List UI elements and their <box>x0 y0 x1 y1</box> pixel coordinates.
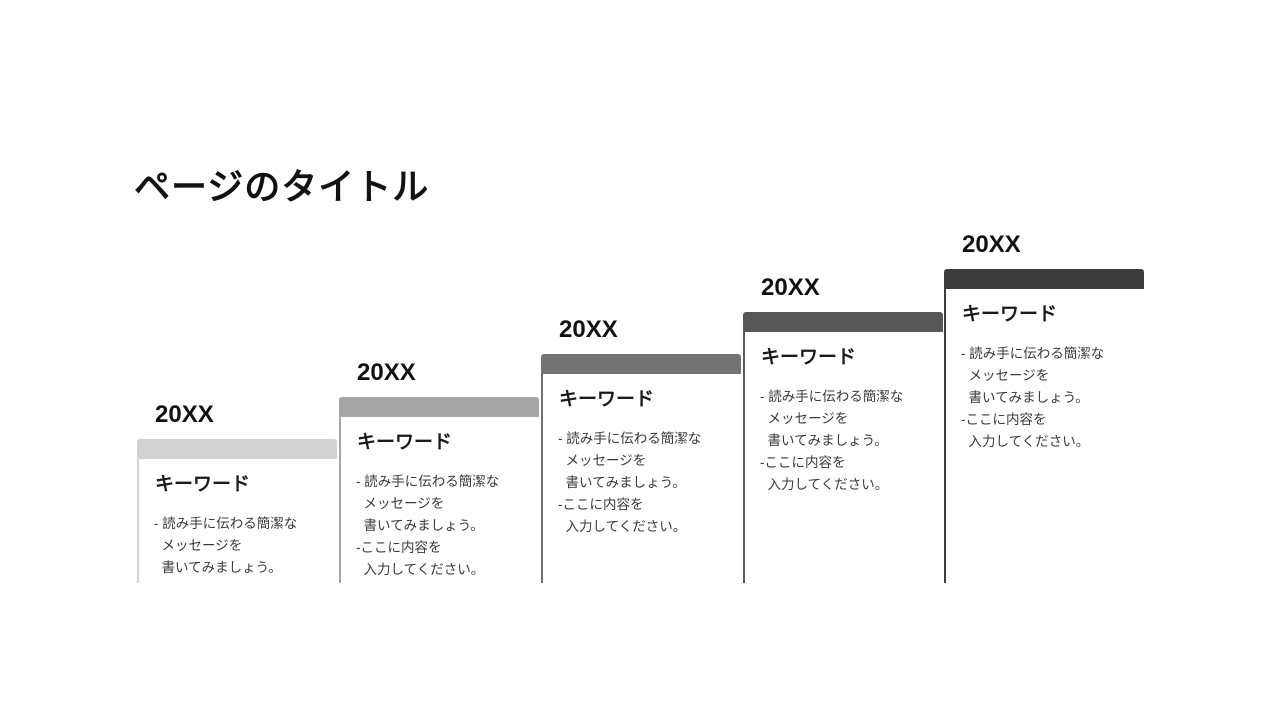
body-line: 入力してください。 <box>961 434 1090 449</box>
body-line: メッセージを <box>760 411 849 426</box>
body-line: 入力してください。 <box>760 477 889 492</box>
step-panel-4: 20XX キーワード - 読み手に伝わる簡潔な メッセージを 書いてみましょう。… <box>743 275 943 583</box>
step-year-label: 20XX <box>155 401 214 428</box>
step-panel-5: 20XX キーワード - 読み手に伝わる簡潔な メッセージを 書いてみましょう。… <box>944 232 1144 583</box>
body-line: -ここに内容を <box>558 497 644 512</box>
step-header-bar <box>541 354 741 374</box>
step-body-text: - 読み手に伝わる簡潔な メッセージを 書いてみましょう。 -ここに内容を 入力… <box>558 428 737 583</box>
page-title: ページのタイトル <box>134 166 430 208</box>
body-line: 書いてみましょう。 <box>558 475 686 490</box>
body-line: -ここに内容を <box>961 412 1047 427</box>
body-line: 入力してください。 <box>558 519 687 534</box>
step-header-bar <box>339 397 539 417</box>
body-line: 書いてみましょう。 <box>760 433 888 448</box>
step-keyword: キーワード <box>962 304 1058 325</box>
step-body-text: - 読み手に伝わる簡潔な メッセージを 書いてみましょう。 <box>154 513 333 583</box>
step-year-label: 20XX <box>962 231 1021 258</box>
body-line: 書いてみましょう。 <box>154 560 282 575</box>
step-keyword: キーワード <box>761 347 857 368</box>
step-keyword: キーワード <box>155 474 251 495</box>
step-edge-line <box>944 289 946 583</box>
body-line: - 読み手に伝わる簡潔な <box>356 474 500 489</box>
body-line: - 読み手に伝わる簡潔な <box>961 346 1105 361</box>
body-line: - 読み手に伝わる簡潔な <box>760 389 904 404</box>
step-year-label: 20XX <box>357 359 416 386</box>
step-edge-line <box>339 417 341 583</box>
step-body-text: - 読み手に伝わる簡潔な メッセージを 書いてみましょう。 -ここに内容を 入力… <box>356 471 535 583</box>
step-panel-3: 20XX キーワード - 読み手に伝わる簡潔な メッセージを 書いてみましょう。… <box>541 317 741 583</box>
body-line: 書いてみましょう。 <box>356 518 484 533</box>
body-line: - 読み手に伝わる簡潔な <box>558 431 702 446</box>
step-year-label: 20XX <box>559 316 618 343</box>
step-header-bar <box>137 439 337 459</box>
step-body-text: - 読み手に伝わる簡潔な メッセージを 書いてみましょう。 -ここに内容を 入力… <box>961 343 1140 583</box>
step-edge-line <box>137 459 139 583</box>
body-line: メッセージを <box>356 496 445 511</box>
body-line: -ここに内容を <box>356 540 442 555</box>
step-edge-line <box>743 332 745 583</box>
step-edge-line <box>541 374 543 583</box>
step-header-bar <box>743 312 943 332</box>
body-line: 書いてみましょう。 <box>961 390 1089 405</box>
step-keyword: キーワード <box>357 432 453 453</box>
step-panel-1: 20XX キーワード - 読み手に伝わる簡潔な メッセージを 書いてみましょう。 <box>137 402 337 583</box>
step-body-text: - 読み手に伝わる簡潔な メッセージを 書いてみましょう。 -ここに内容を 入力… <box>760 386 939 583</box>
step-panel-2: 20XX キーワード - 読み手に伝わる簡潔な メッセージを 書いてみましょう。… <box>339 360 539 583</box>
body-line: - 読み手に伝わる簡潔な <box>154 516 298 531</box>
body-line: メッセージを <box>961 368 1050 383</box>
step-year-label: 20XX <box>761 274 820 301</box>
step-keyword: キーワード <box>559 389 655 410</box>
body-line: 入力してください。 <box>356 562 485 577</box>
body-line: メッセージを <box>558 453 647 468</box>
body-line: -ここに内容を <box>760 455 846 470</box>
step-header-bar <box>944 269 1144 289</box>
body-line: メッセージを <box>154 538 243 553</box>
